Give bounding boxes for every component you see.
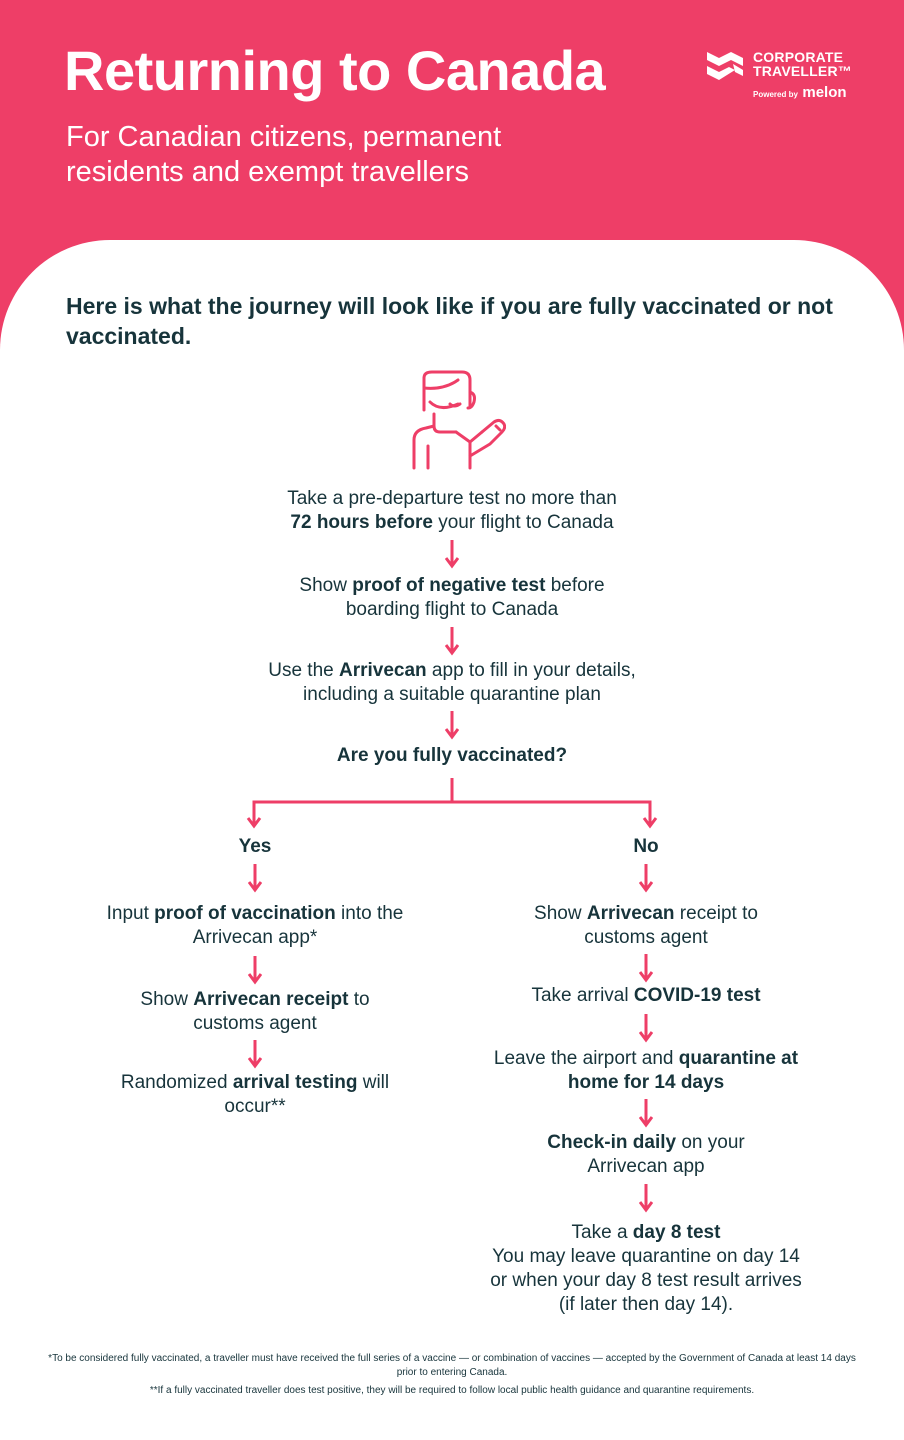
no-step-arrivecan-receipt-text-end: receipt to customs agent (584, 903, 758, 948)
no-step-day-8-test-bold: day 8 test (632, 1222, 721, 1243)
arrow-down-icon (639, 864, 653, 893)
step-proof-negative-test-text-end: before boarding flight to Canada (345, 575, 605, 620)
logo-powered-by-text: Powered by (753, 90, 798, 99)
yes-step-arrivecan-receipt: Show Arrivecan receipt to customs agent (105, 988, 405, 1036)
intro-heading: Here is what the journey will look like … (66, 293, 833, 349)
step-arrivecan-details-text: Use the (268, 660, 339, 681)
no-step-check-in-daily: Check-in daily on your Arrivecan app (521, 1131, 771, 1179)
no-step-arrivecan-receipt-bold: Arrivecan (586, 903, 675, 924)
arrow-down-icon (248, 1040, 262, 1069)
step-proof-negative-test-text: Show (299, 575, 353, 596)
logo-text-traveller: TRAVELLER™ (753, 63, 852, 79)
no-step-arrivecan-receipt: Show Arrivecan receipt to customs agent (506, 902, 786, 950)
no-step-arrival-test-text: Take arrival (531, 985, 634, 1006)
arrow-down-icon (248, 864, 262, 893)
step-pre-departure-test-text-end: your flight to Canada (432, 512, 614, 533)
arrow-down-icon (445, 540, 459, 569)
logo-melon-text: melon (802, 84, 847, 101)
no-step-arrival-test-bold: COVID-19 test (633, 985, 761, 1006)
yes-step-proof-vaccination-text: Input (106, 903, 155, 924)
decision-branch-connector (246, 778, 658, 829)
content-card (0, 240, 904, 1440)
arrow-down-icon (639, 1099, 653, 1128)
no-step-quarantine-home: Leave the airport and quarantine at home… (486, 1047, 806, 1095)
step-proof-negative-test: Show proof of negative test before board… (262, 574, 642, 622)
no-step-arrival-test: Take arrival COVID-19 test (486, 984, 806, 1008)
corporate-traveller-logo-icon (707, 52, 743, 80)
person-waving-icon (412, 370, 506, 470)
yes-step-randomized-testing-bold: arrival testing (232, 1072, 358, 1093)
no-step-day-8-test-detail: You may leave quarantine on day 14 or wh… (490, 1246, 802, 1315)
yes-step-randomized-testing: Randomized arrival testing will occur** (110, 1071, 400, 1119)
arrow-down-icon (445, 711, 459, 740)
footnotes: *To be considered fully vaccinated, a tr… (40, 1352, 864, 1402)
logo-text-corporate: CORPORATE (753, 49, 844, 65)
question-fully-vaccinated: Are you fully vaccinated? (336, 745, 568, 766)
yes-step-arrivecan-receipt-text-end: to customs agent (193, 989, 370, 1034)
yes-step-proof-vaccination: Input proof of vaccination into the Arri… (95, 902, 415, 950)
no-step-day-8-test-text: Take a (571, 1222, 633, 1243)
branch-label-yes: Yes (238, 836, 272, 857)
step-arrivecan-details-bold: Arrivecan (338, 660, 427, 681)
branch-label-no: No (633, 836, 659, 857)
page-title: Returning to Canada (64, 39, 606, 102)
step-pre-departure-test-text: Take a pre-departure test no more than (287, 488, 617, 509)
yes-step-proof-vaccination-text-end: into the Arrivecan app* (192, 903, 404, 948)
no-step-check-in-daily-bold: Check-in daily (547, 1132, 677, 1153)
corporate-traveller-logo: CORPORATE TRAVELLER™ Powered by melon (705, 48, 875, 104)
step-pre-departure-test: Take a pre-departure test no more than 7… (232, 487, 672, 535)
arrow-down-icon (639, 1014, 653, 1043)
yes-step-arrivecan-receipt-text: Show (140, 989, 194, 1010)
page-subtitle: For Canadian citizens, permanent residen… (66, 121, 502, 188)
no-step-day-8-test: Take a day 8 test You may leave quaranti… (486, 1221, 806, 1317)
yes-step-randomized-testing-text: Randomized (120, 1072, 233, 1093)
yes-step-arrivecan-receipt-bold: Arrivecan receipt (193, 989, 349, 1010)
no-step-arrivecan-receipt-text: Show (534, 903, 587, 924)
yes-step-proof-vaccination-bold: proof of vaccination (154, 903, 336, 924)
yes-step-randomized-testing-text-end: will occur** (224, 1072, 390, 1117)
arrow-down-icon (445, 627, 459, 656)
no-step-quarantine-home-bold: quarantine at home for 14 days (567, 1048, 799, 1093)
step-proof-negative-test-bold: proof of negative test (352, 575, 546, 596)
arrow-down-icon (248, 956, 262, 985)
step-arrivecan-details: Use the Arrivecan app to fill in your de… (237, 659, 667, 707)
footnote-fully-vaccinated: *To be considered fully vaccinated, a tr… (48, 1353, 856, 1378)
footnote-test-positive: **If a fully vaccinated traveller does t… (149, 1385, 755, 1396)
step-pre-departure-test-bold: 72 hours before (290, 512, 433, 533)
arrow-down-icon (639, 954, 653, 983)
step-arrivecan-details-text-end: app to fill in your details, including a… (303, 660, 636, 705)
logo-powered-by: Powered by melon (753, 84, 847, 102)
arrow-down-icon (639, 1184, 653, 1213)
no-step-check-in-daily-text-end: on your Arrivecan app (587, 1132, 745, 1177)
no-step-quarantine-home-text: Leave the airport and (493, 1048, 679, 1069)
